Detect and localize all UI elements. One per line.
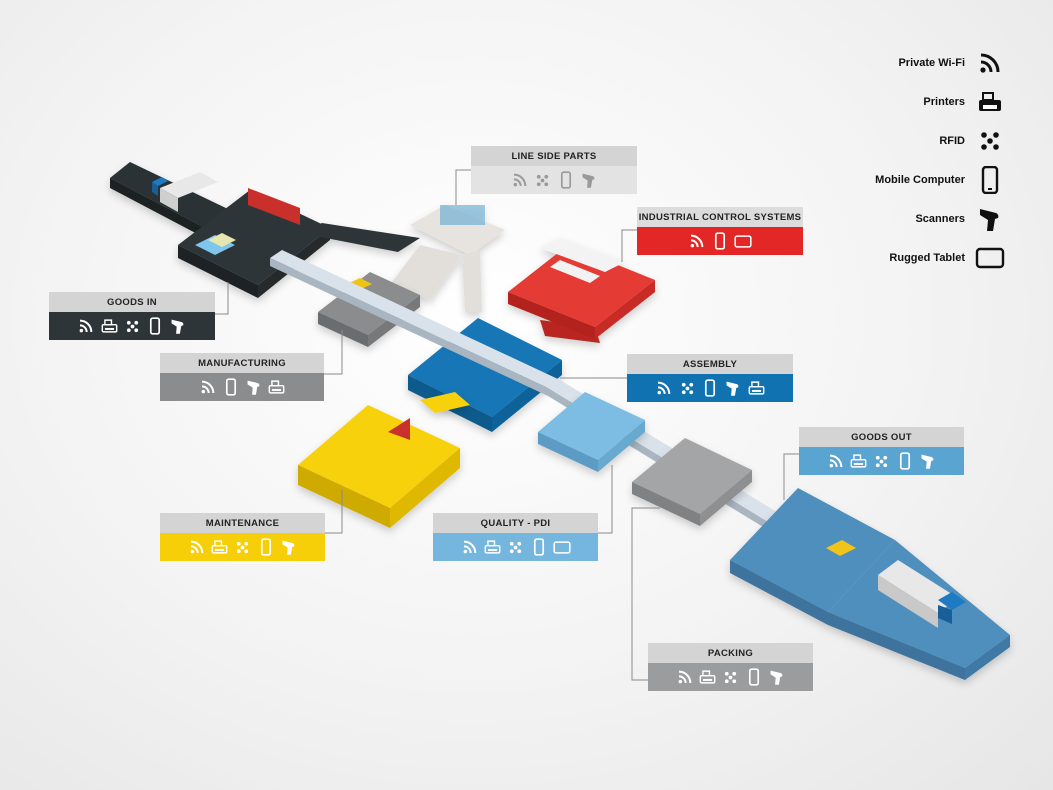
callout-icons (471, 166, 637, 194)
scanner-icon (919, 452, 937, 470)
callout-title: MAINTENANCE (160, 513, 325, 533)
leader-lines (215, 169, 799, 681)
wifi-icon (655, 379, 673, 397)
legend-label: Scanners (915, 213, 965, 225)
rfid-icon (873, 452, 891, 470)
printer-icon (484, 538, 502, 556)
wifi-icon (688, 232, 706, 250)
legend-label: RFID (939, 135, 965, 147)
callout-title: MANUFACTURING (160, 353, 324, 373)
callout-manufacturing: MANUFACTURING (160, 353, 324, 401)
rfid-icon (975, 128, 1005, 154)
callout-goods-in: GOODS IN (49, 292, 215, 340)
wifi-icon (188, 538, 206, 556)
wifi-icon (975, 50, 1005, 76)
printer-icon (850, 452, 868, 470)
printer-icon (747, 379, 765, 397)
mobile-computer-icon (711, 232, 729, 250)
rfid-icon (123, 317, 141, 335)
rfid-icon (722, 668, 740, 686)
scanner-icon (768, 668, 786, 686)
callout-title: LINE SIDE PARTS (471, 146, 637, 166)
wifi-icon (676, 668, 694, 686)
callout-icons (160, 373, 324, 401)
mobile-computer-icon (146, 317, 164, 335)
mobile-computer-icon (257, 538, 275, 556)
mobile-computer-icon (222, 378, 240, 396)
callout-packing: PACKING (648, 643, 813, 691)
callout-line-side-parts: LINE SIDE PARTS (471, 146, 637, 194)
callout-industrial-control-systems: INDUSTRIAL CONTROL SYSTEMS (637, 207, 803, 255)
callout-title: INDUSTRIAL CONTROL SYSTEMS (637, 207, 803, 227)
wifi-icon (511, 171, 529, 189)
mobile-computer-icon (975, 166, 1005, 194)
legend-item-rugged-tablet: Rugged Tablet (889, 245, 1005, 271)
callout-title: GOODS OUT (799, 427, 964, 447)
legend-item-printers: Printers (923, 89, 1005, 115)
legend-item-mobile-computer: Mobile Computer (875, 166, 1005, 194)
legend-item-rfid: RFID (939, 128, 1005, 154)
scanner-icon (724, 379, 742, 397)
legend-label: Printers (923, 96, 965, 108)
rfid-icon (507, 538, 525, 556)
rfid-icon (234, 538, 252, 556)
mobile-computer-icon (530, 538, 548, 556)
mobile-computer-icon (745, 668, 763, 686)
truck-left (152, 172, 218, 212)
truck-right (878, 560, 966, 628)
callout-title: GOODS IN (49, 292, 215, 312)
callout-icons (648, 663, 813, 691)
legend-item-wifi: Private Wi-Fi (898, 50, 1005, 76)
printer-icon (268, 378, 286, 396)
wifi-icon (199, 378, 217, 396)
tablet-icon (552, 538, 571, 556)
legend-label: Private Wi-Fi (898, 57, 965, 69)
legend-label: Rugged Tablet (889, 252, 965, 264)
scanner-icon (280, 538, 298, 556)
legend-item-scanners: Scanners (915, 206, 1005, 232)
callout-icons (433, 533, 598, 561)
printer-icon (211, 538, 229, 556)
mobile-computer-icon (557, 171, 575, 189)
callout-maintenance: MAINTENANCE (160, 513, 325, 561)
rfid-icon (678, 379, 696, 397)
callout-icons (49, 312, 215, 340)
callout-icons (160, 533, 325, 561)
callout-title: QUALITY - PDI (433, 513, 598, 533)
mobile-computer-icon (701, 379, 719, 397)
callout-title: ASSEMBLY (627, 354, 793, 374)
scanner-icon (975, 206, 1005, 232)
scanner-icon (580, 171, 598, 189)
callout-goods-out: GOODS OUT (799, 427, 964, 475)
mobile-computer-icon (896, 452, 914, 470)
callout-icons (637, 227, 803, 255)
maintenance-zone (298, 392, 470, 528)
packing-zone (632, 438, 752, 526)
goods-in-racks (195, 188, 300, 255)
callout-assembly: ASSEMBLY (627, 354, 793, 402)
scanner-icon (169, 317, 187, 335)
callout-icons (799, 447, 964, 475)
scanner-icon (245, 378, 263, 396)
printer-icon (975, 89, 1005, 115)
tablet-icon (734, 232, 752, 250)
industrial-control-zone (508, 238, 655, 343)
printer-icon (100, 317, 118, 335)
rfid-icon (534, 171, 552, 189)
line-side-parts-zone (392, 205, 505, 312)
legend-label: Mobile Computer (875, 174, 965, 186)
callout-title: PACKING (648, 643, 813, 663)
printer-icon (699, 668, 717, 686)
forklift (826, 540, 856, 556)
callout-icons (627, 374, 793, 402)
tablet-icon (975, 245, 1005, 271)
wifi-icon (77, 317, 95, 335)
wifi-icon (461, 538, 479, 556)
quality-pdi-zone (538, 392, 645, 472)
wifi-icon (827, 452, 845, 470)
callout-quality-pdi: QUALITY - PDI (433, 513, 598, 561)
